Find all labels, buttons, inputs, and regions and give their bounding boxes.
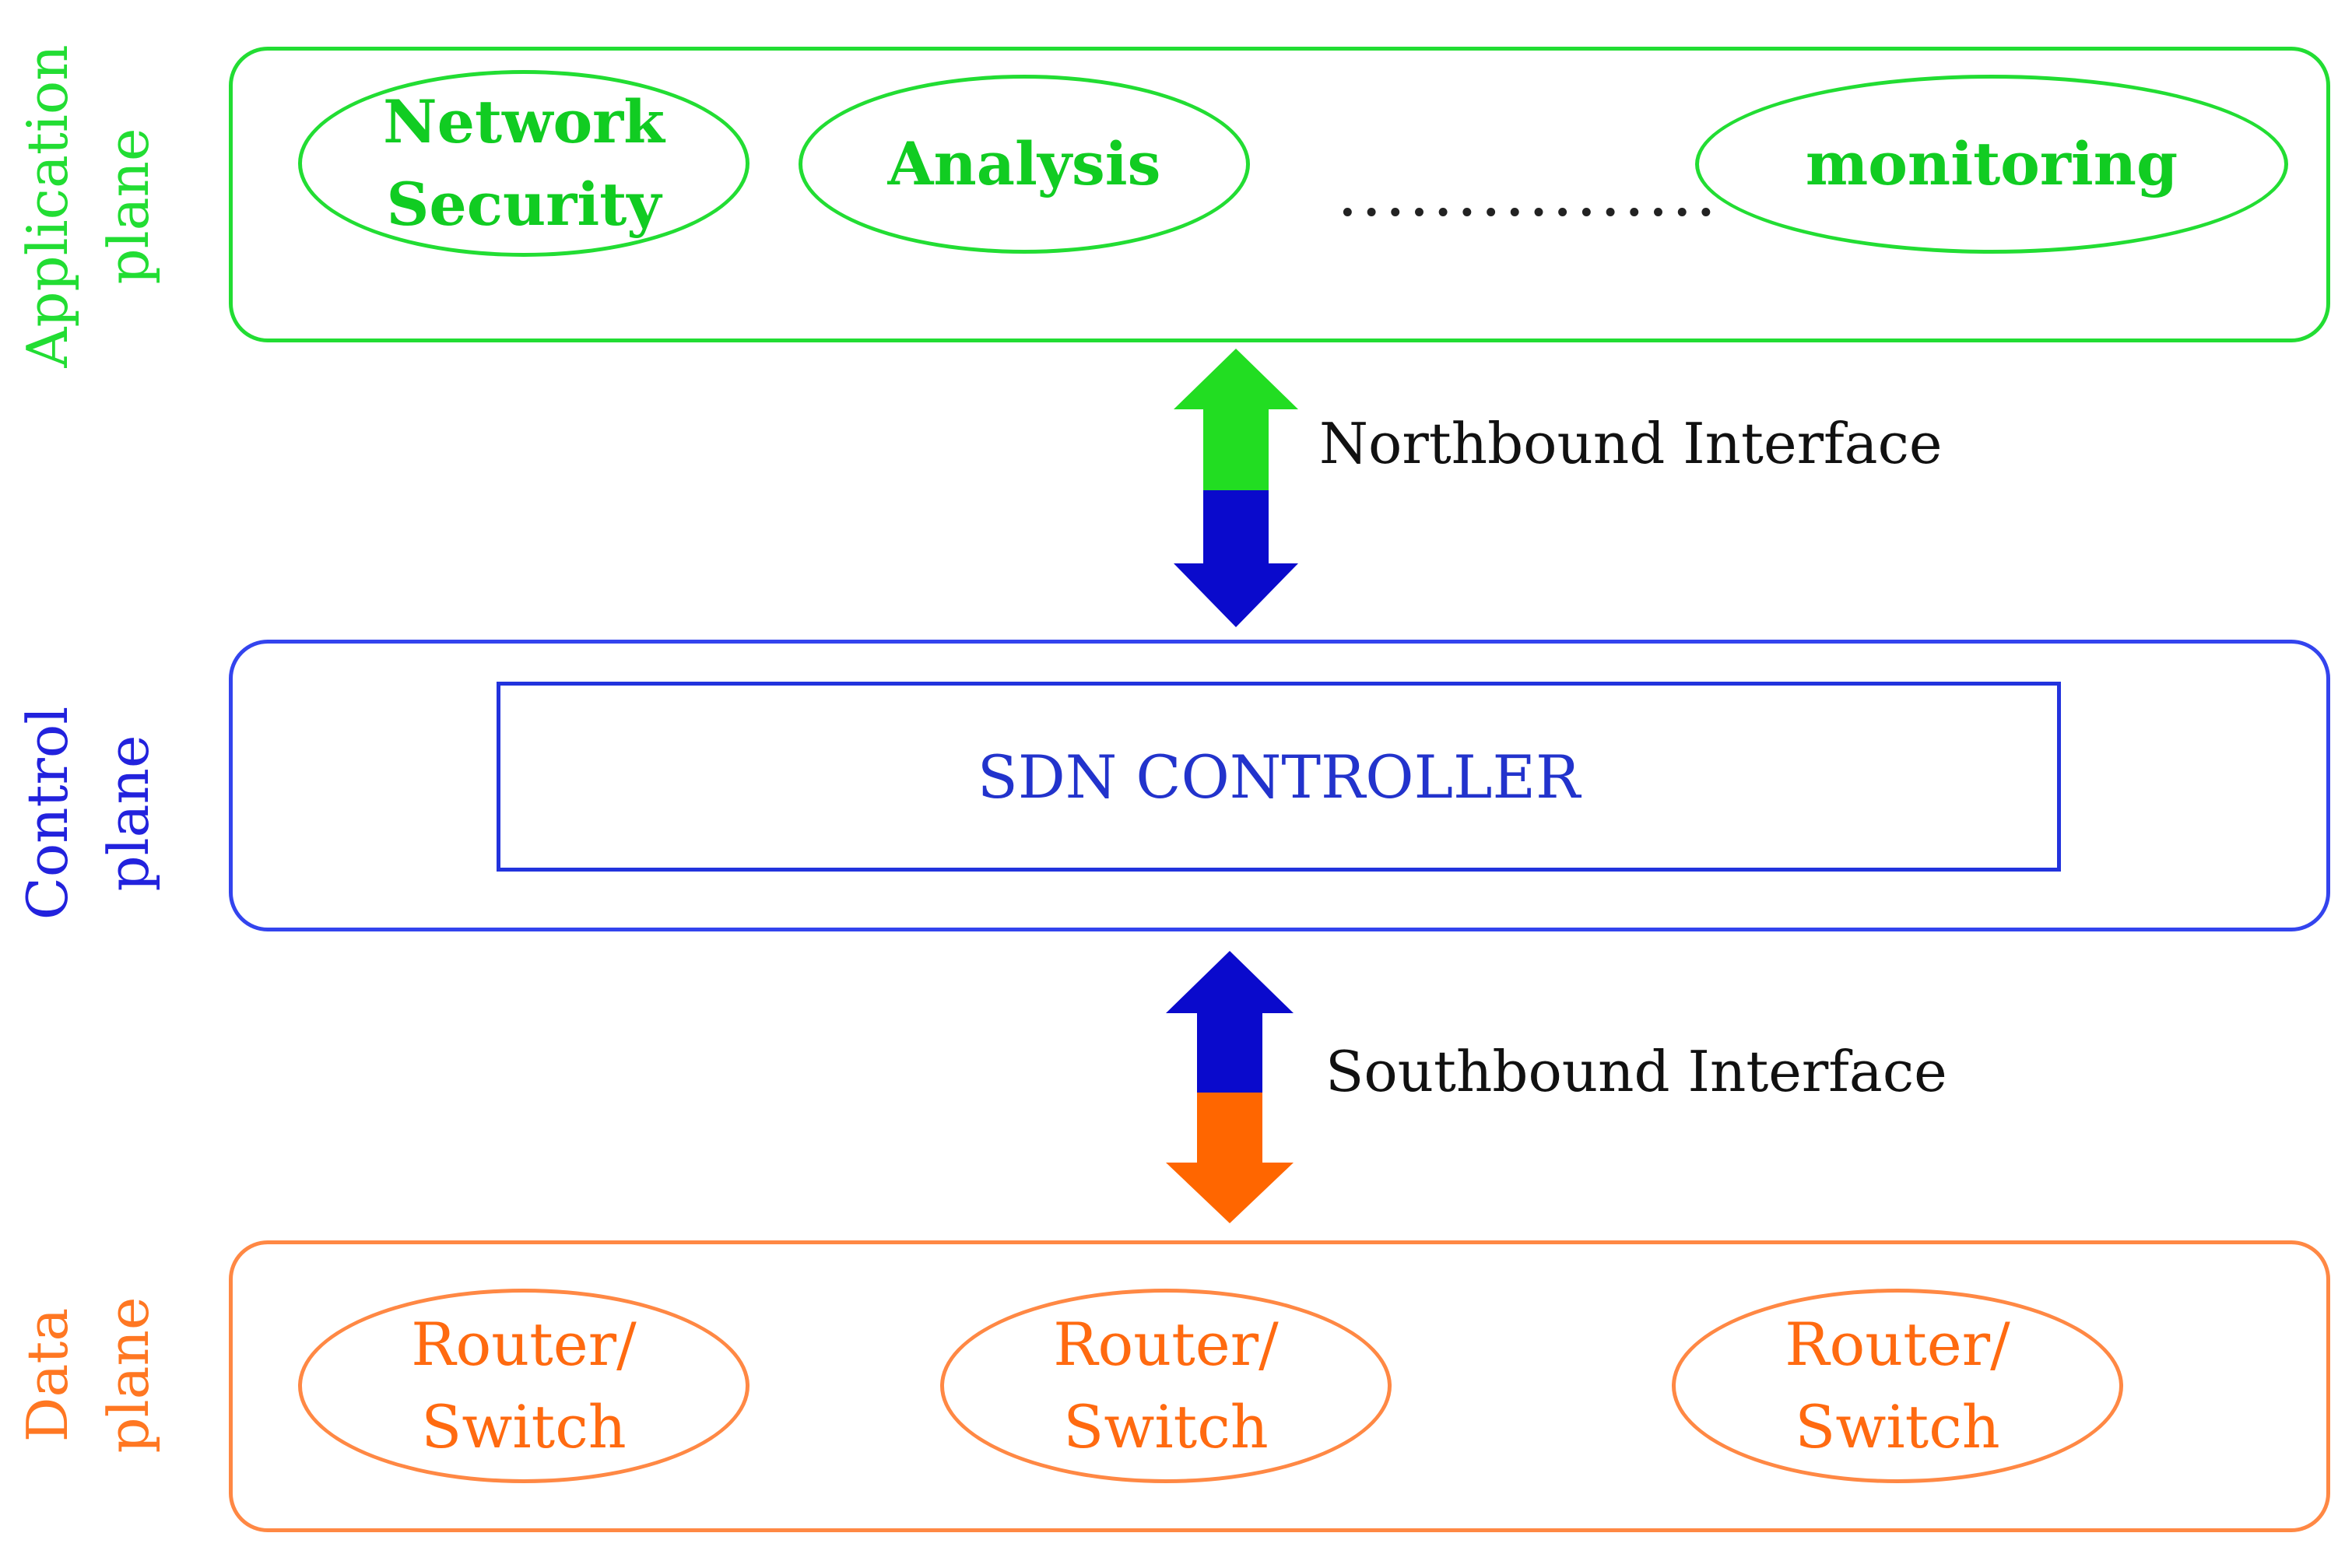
more-apps-ellipsis: ................ bbox=[1337, 155, 1720, 231]
sdn-controller-box: SDN CONTROLLER bbox=[497, 682, 2061, 872]
app-node-line1: monitoring bbox=[1805, 129, 2178, 198]
router-switch-node: Router/ Switch bbox=[940, 1289, 1392, 1483]
router-switch-line1: Router/ bbox=[1785, 1310, 2010, 1379]
app-node-network-security: Network Security bbox=[298, 70, 749, 257]
northbound-arrow-down-head bbox=[1174, 490, 1298, 627]
router-switch-node: Router/ Switch bbox=[298, 1289, 749, 1483]
data-plane-label-line1: Data bbox=[15, 1307, 80, 1443]
data-layer-box bbox=[229, 1240, 2330, 1532]
app-node-analysis: Analysis bbox=[799, 75, 1250, 254]
application-plane-label-line1: Application bbox=[15, 44, 80, 368]
sdn-controller-label: SDN CONTROLLER bbox=[977, 742, 1581, 812]
southbound-arrow-down-head bbox=[1166, 1093, 1294, 1223]
router-switch-line1: Router/ bbox=[1053, 1310, 1279, 1379]
app-node-line2: Security bbox=[386, 170, 662, 239]
app-node-line1: Network bbox=[383, 87, 665, 156]
router-switch-line2: Switch bbox=[421, 1392, 627, 1461]
application-plane-label-line2: plane bbox=[96, 128, 161, 285]
southbound-arrow bbox=[1166, 951, 1294, 1228]
app-node-monitoring: monitoring bbox=[1695, 75, 2288, 254]
router-switch-node: Router/ Switch bbox=[1672, 1289, 2123, 1483]
app-node-line1: Analysis bbox=[887, 129, 1161, 198]
northbound-arrow bbox=[1174, 349, 1298, 632]
control-layer-box bbox=[229, 640, 2330, 931]
application-layer-box bbox=[229, 47, 2330, 342]
data-plane-label-line2: plane bbox=[96, 1296, 161, 1454]
southbound-arrow-up-head bbox=[1166, 951, 1294, 1093]
northbound-interface-label: Northbound Interface bbox=[1319, 411, 1943, 476]
southbound-interface-label: Southbound Interface bbox=[1325, 1039, 1947, 1104]
control-plane-label-line2: plane bbox=[96, 735, 161, 892]
router-switch-line1: Router/ bbox=[411, 1310, 637, 1379]
router-switch-line2: Switch bbox=[1795, 1392, 2000, 1461]
control-plane-label-line1: Control bbox=[15, 706, 80, 921]
northbound-arrow-up-head bbox=[1174, 349, 1298, 490]
router-switch-line2: Switch bbox=[1063, 1392, 1269, 1461]
